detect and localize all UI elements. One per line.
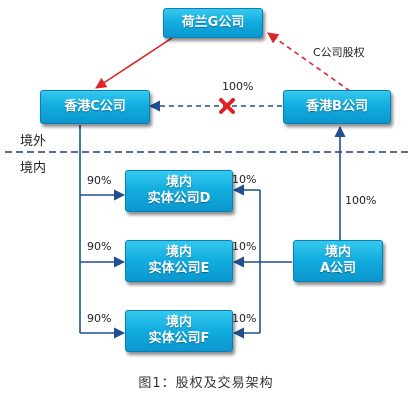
entity-domestic-f: 境内 实体公司F [125,310,233,352]
entity-domestic-e-line1: 境内 [165,245,192,260]
entity-domestic-f-line1: 境内 [165,315,192,330]
edge-g-to-c [95,37,173,89]
edge-b-to-g [267,32,351,92]
entity-netherlands-g-label: 荷兰G公司 [181,15,245,30]
edge-label-a-to-f: 10% [232,312,257,325]
figure-caption: 图1：股权及交易架构 [138,376,274,391]
region-overseas-label: 境外 [20,134,47,149]
edge-label-c-to-d: 90% [87,174,112,187]
entity-hongkong-c: 香港C公司 [40,90,150,124]
entity-domestic-e: 境内 实体公司E [125,240,233,282]
edge-label-a-to-e: 10% [232,240,257,253]
entity-netherlands-g: 荷兰G公司 [163,8,263,38]
edge-label-a-to-b: 100% [345,194,377,207]
entity-domestic-d-line2: 实体公司D [147,191,211,206]
edge-label-b-to-c: 100% [222,80,254,93]
edge-label-a-to-d: 10% [232,173,257,186]
entity-domestic-f-line2: 实体公司F [148,331,210,346]
entity-hongkong-c-label: 香港C公司 [64,99,126,114]
region-domestic-label: 境内 [20,161,47,176]
entity-hongkong-b: 香港B公司 [283,90,391,124]
blocked-x-icon [219,98,235,114]
entity-hongkong-b-label: 香港B公司 [306,99,368,114]
entity-domestic-d-line1: 境内 [165,175,192,190]
edge-label-c-to-f: 90% [87,312,112,325]
entity-domestic-d: 境内 实体公司D [125,170,233,212]
edge-label-b-to-g: C公司股权 [313,46,365,59]
edge-label-c-to-e: 90% [87,240,112,253]
entity-domestic-a-line1: 境内 [324,245,351,260]
entity-domestic-a-line2: A公司 [319,261,357,276]
entity-domestic-a: 境内 A公司 [293,240,383,282]
entity-domestic-e-line2: 实体公司E [148,261,210,276]
